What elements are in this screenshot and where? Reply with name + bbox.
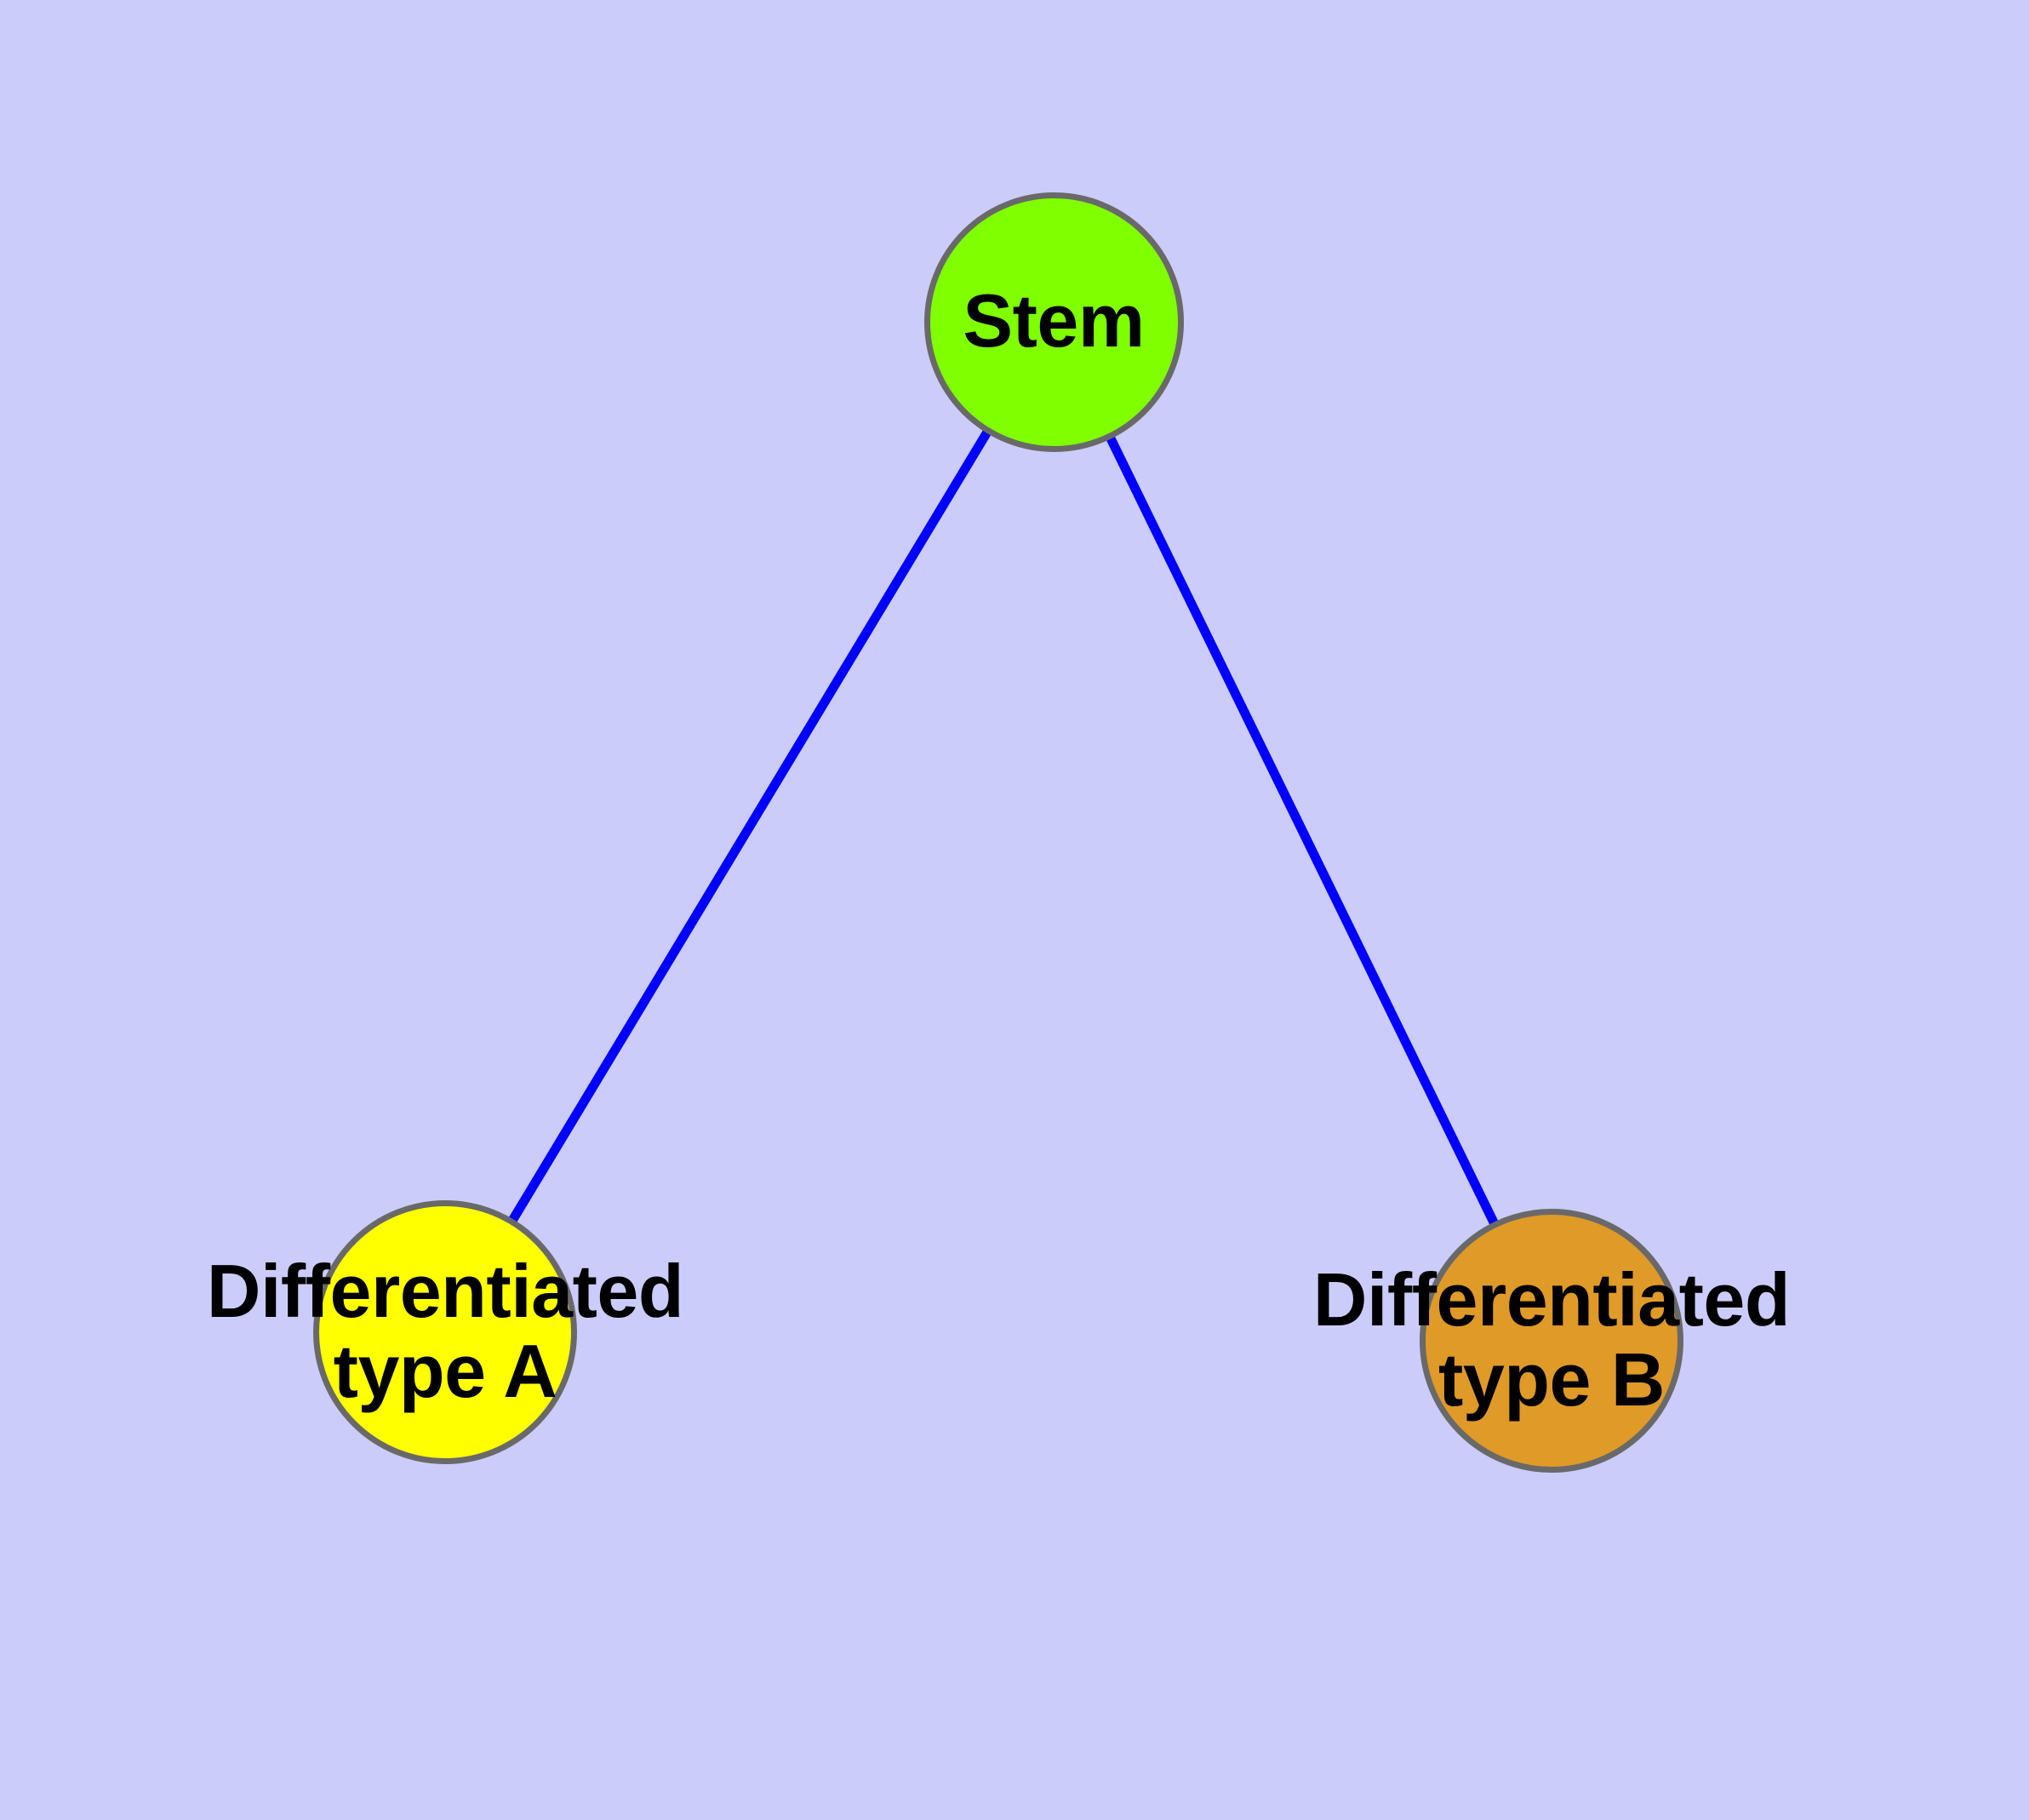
edge-stem-to-type-b (1049, 319, 1556, 1343)
edge-stem-to-type-a (441, 319, 1058, 1335)
node-stem-circle[interactable] (924, 192, 1184, 452)
node-type-b-circle[interactable] (1420, 1209, 1683, 1473)
node-type-a-circle[interactable] (313, 1200, 577, 1464)
